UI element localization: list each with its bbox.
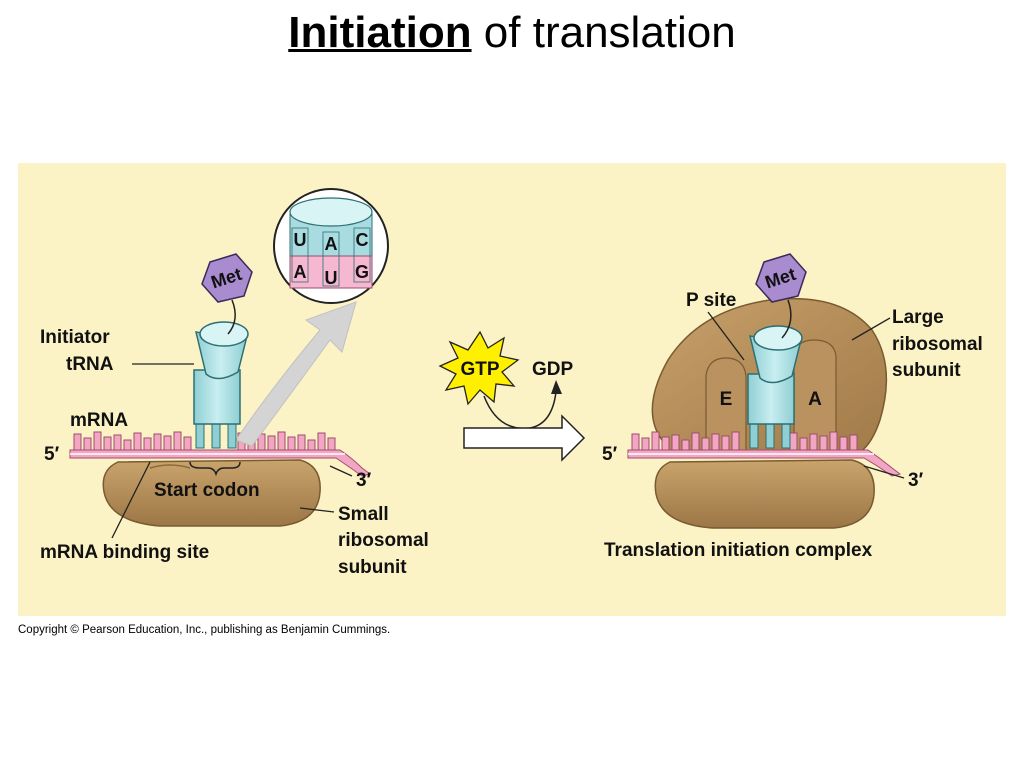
trna-label: tRNA (66, 354, 114, 375)
large-subunit-label-2: ribosomal (892, 334, 983, 355)
small-ribosomal-subunit-left (102, 459, 321, 527)
zoom-arrow (235, 301, 357, 447)
three-prime-left: 3′ (356, 470, 372, 491)
five-prime-left: 5′ (44, 444, 60, 465)
mrna-binding-site-label: mRNA binding site (40, 542, 209, 563)
initiator-label: Initiator (40, 327, 110, 348)
title-keyword: Initiation (288, 8, 472, 57)
leader-lines-right (707, 311, 905, 479)
complex-caption: Translation initiation complex (604, 540, 873, 561)
page-title: Initiation of translation (0, 8, 1024, 58)
p-site-label: P site (686, 290, 736, 311)
a-site-label: A (808, 389, 822, 410)
gtp-burst: GTP (438, 330, 520, 406)
process-arrow (463, 414, 586, 462)
copyright-notice: Copyright © Pearson Education, Inc., pub… (18, 624, 391, 636)
large-subunit-label-1: Large (892, 307, 944, 328)
mrna-strand-left (69, 431, 372, 477)
small-subunit-label-1: Small (338, 504, 389, 525)
small-subunit-label-3: subunit (338, 557, 407, 578)
large-subunit-label-3: subunit (892, 360, 961, 381)
gtp-label: GTP (460, 359, 499, 380)
codon-zoom-circle: U A C A U G (273, 188, 389, 304)
start-codon-brace (189, 461, 241, 477)
initiator-trna-right (747, 299, 803, 449)
met-amino-acid-left: Met (201, 253, 253, 303)
codon-base-2: U (325, 268, 338, 288)
title-rest: of translation (471, 8, 736, 57)
small-ribosomal-subunit-right (654, 459, 875, 529)
met-amino-acid-right: Met (755, 253, 807, 303)
three-prime-right: 3′ (908, 470, 924, 491)
initiator-trna-left (193, 299, 249, 449)
gdp-arrowhead (551, 380, 562, 394)
e-site-label: E (720, 389, 733, 410)
leader-lines-left (111, 363, 353, 539)
gdp-label: GDP (532, 359, 574, 380)
mrna-label: mRNA (70, 410, 128, 431)
five-prime-right: 5′ (602, 444, 618, 465)
codon-base-1: A (294, 262, 307, 282)
anticodon-base-2: A (325, 234, 338, 254)
anticodon-base-3: C (356, 230, 369, 250)
small-subunit-label-2: ribosomal (338, 530, 429, 551)
codon-base-3: G (355, 262, 369, 282)
start-codon-label: Start codon (154, 480, 260, 501)
anticodon-base-1: U (294, 230, 307, 250)
